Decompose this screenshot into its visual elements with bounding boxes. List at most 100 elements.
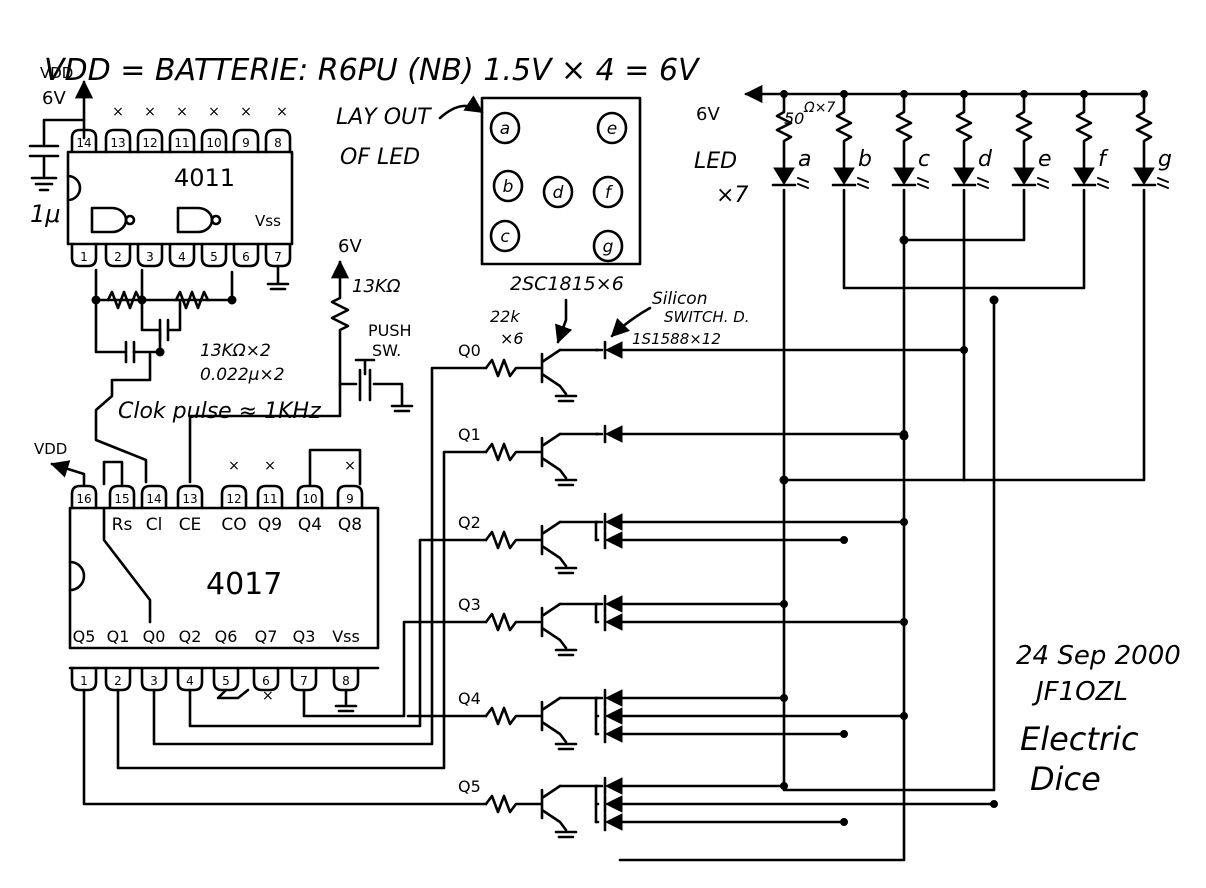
chip-4011-nc-mark: × xyxy=(144,104,156,120)
diode-note-3: 1S1588×12 xyxy=(632,330,721,348)
chip-4017-pin-label: CE xyxy=(179,515,202,535)
chip-4011-pin-4-number: 4 xyxy=(178,250,186,264)
layout-led-letter: c xyxy=(500,227,510,247)
transistor-label: Q3 xyxy=(458,595,481,614)
led-letter: c xyxy=(918,147,930,172)
chip-4011-pin-12-number: 12 xyxy=(142,136,157,150)
led-g: g xyxy=(1131,90,1172,189)
chip-4011-pin-7-number: 7 xyxy=(274,250,282,264)
chip-4011-vss: Vss xyxy=(255,212,281,230)
chip-4011-pin-7: 7 xyxy=(264,242,292,268)
switch-diode xyxy=(604,795,623,813)
chip-4011-pin-8-number: 8 xyxy=(274,136,282,150)
chip-4017-pin-5: 5 xyxy=(212,666,240,692)
chip-4017-nc-mark: × xyxy=(264,458,276,474)
switch-diode xyxy=(604,613,623,631)
chip-4017-pin-16: 16 xyxy=(70,484,98,510)
chip-4017-pin-6: 6 xyxy=(252,666,280,692)
chip-4017-pin-1: 1 xyxy=(70,666,98,692)
transistor-symbol xyxy=(540,602,568,650)
chip-4017-pin-label: Q7 xyxy=(255,627,278,646)
driver-stage-q4: Q4 xyxy=(458,688,908,751)
signature-project-1: Electric xyxy=(1020,720,1139,758)
led-letter: a xyxy=(798,147,811,172)
rc-note-line1: 13KΩ×2 xyxy=(200,341,271,361)
chip-4011-pin-5-number: 5 xyxy=(210,250,218,264)
vdd-label-4017: VDD xyxy=(34,440,67,458)
led-layout-box xyxy=(480,96,642,266)
v6-label-led: 6V xyxy=(696,104,720,125)
chip-4017-pin-15-number: 15 xyxy=(114,492,129,506)
chip-4017-pin-label: Q2 xyxy=(179,627,202,646)
chip-4017-pin-4: 4 xyxy=(176,666,204,692)
base-resistor xyxy=(484,794,542,814)
chip-4017-pin-7: 7 xyxy=(290,666,318,692)
chip-4017-pin-8: 8 xyxy=(332,666,360,692)
led-resistor xyxy=(1075,92,1093,170)
layout-led-c: c xyxy=(489,219,521,253)
resistor-13k-label: 13KΩ xyxy=(352,276,401,297)
chip-4011-pin-3: 3 xyxy=(136,242,164,268)
chip-4011-pin-11-number: 11 xyxy=(174,136,189,150)
chip-4011-pin-2-number: 2 xyxy=(114,250,122,264)
driver-stage-q3: Q3 xyxy=(458,594,908,657)
chip-4017: 4017 xyxy=(68,506,380,650)
layout-led-b: b xyxy=(492,169,524,203)
chip-4017-pin-6-number: 6 xyxy=(262,674,270,688)
driver-stage-q1: Q1 xyxy=(458,424,908,487)
chip-4011-pin-11: 11 xyxy=(168,128,196,154)
pin6-nc-mark: × xyxy=(262,688,274,704)
base-resistor xyxy=(484,530,542,550)
transistor-symbol xyxy=(540,696,568,744)
led-a: a xyxy=(771,90,811,189)
chip-4011-pin-10-number: 10 xyxy=(206,136,221,150)
chip-4011-pin-2: 2 xyxy=(104,242,132,268)
led-letter: d xyxy=(978,147,993,172)
chip-4011-pin-1-number: 1 xyxy=(80,250,88,264)
base-resistor xyxy=(484,612,542,632)
chip-4011-nc-mark: × xyxy=(208,104,220,120)
chip-4017-nc-mark: × xyxy=(344,458,356,474)
transistor-label: Q1 xyxy=(458,425,481,444)
chip-4017-pin-11-number: 11 xyxy=(262,492,277,506)
layout-label-2: OF LED xyxy=(340,145,420,170)
signature-date: 24 Sep 2000 xyxy=(1016,641,1181,671)
chip-4011-pin-9-number: 9 xyxy=(242,136,250,150)
chip-4017-pin-12-number: 12 xyxy=(226,492,241,506)
led-letter: f xyxy=(1098,147,1109,172)
chip-4011-pin-5: 5 xyxy=(200,242,228,268)
layout-led-g: g xyxy=(592,229,624,263)
switch-diode xyxy=(604,813,623,831)
chip-4017-pin-2: 2 xyxy=(104,666,132,692)
push-switch[interactable] xyxy=(338,358,414,413)
switch-diode xyxy=(604,595,623,613)
led-resistor xyxy=(835,92,853,170)
chip-4017-pin-label: Q6 xyxy=(215,627,238,646)
resistor-13k-a xyxy=(106,290,142,310)
led-resistor-label-2: Ω×7 xyxy=(803,100,835,116)
chip-4017-nc-mark: × xyxy=(228,458,240,474)
base-resistor xyxy=(484,358,542,378)
chip-4017-pin-11: 11 xyxy=(256,484,284,510)
led-f: f xyxy=(1071,90,1109,189)
transistor-symbol xyxy=(540,520,568,568)
led-b: b xyxy=(831,90,872,189)
vdd-label-top: VDD xyxy=(40,64,73,82)
led-e: e xyxy=(1011,90,1052,189)
chip-4017-pin-label: Q8 xyxy=(338,515,362,535)
chip-4017-pin-14-number: 14 xyxy=(146,492,161,506)
chip-4017-pin-9: 9 xyxy=(336,484,364,510)
led-letter: g xyxy=(1158,147,1172,172)
rc-oscillator-network xyxy=(91,268,237,364)
led-cathode-wiring xyxy=(618,188,1146,862)
transistor-symbol xyxy=(540,432,568,480)
switch-diode xyxy=(604,707,623,725)
chip-4017-pin-label: Q9 xyxy=(258,515,282,535)
clock-note: Clok pulse ≈ 1KHz xyxy=(118,399,321,424)
led-resistor xyxy=(1135,92,1153,170)
switch-diode xyxy=(604,513,623,531)
chip-4011-pin-3-number: 3 xyxy=(146,250,154,264)
chip-4011-nc-mark: × xyxy=(276,104,288,120)
layout-led-letter: e xyxy=(607,119,617,139)
switch-diode xyxy=(604,777,623,795)
